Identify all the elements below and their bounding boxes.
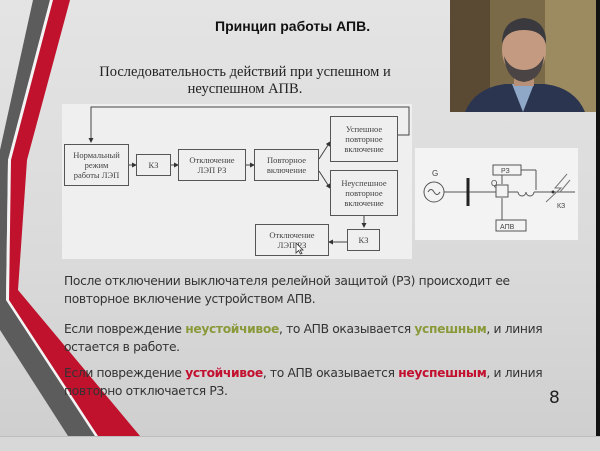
subtitle-line-1: Последовательность действий при успешном… xyxy=(99,64,391,80)
flow-box-short-circuit-2: КЗ xyxy=(347,229,380,251)
paragraph-1-line-1: После отключении выключателя релейной за… xyxy=(64,274,510,288)
presenter-figure xyxy=(450,0,596,112)
svg-text:АПВ: АПВ xyxy=(500,224,515,231)
decorative-stripes xyxy=(0,0,140,436)
svg-text:Q: Q xyxy=(491,179,497,188)
paragraph-1-line-2: повторное включение устройством АПВ. xyxy=(64,292,316,306)
mouse-cursor-icon xyxy=(295,242,304,255)
slide-subtitle: Последовательность действий при успешном… xyxy=(80,64,410,98)
bottom-bar xyxy=(0,436,600,451)
paragraph-permanent-fault: Если повреждение устойчивое, то АПВ оказ… xyxy=(64,364,564,400)
paragraph-3-line-1: Если повреждение устойчивое, то АПВ оказ… xyxy=(64,366,543,380)
circuit-drawing: G Q РЗ АПВ КЗ xyxy=(423,164,575,232)
flow-box-short-circuit: КЗ xyxy=(136,154,171,176)
paragraph-relay-trip: После отключении выключателя релейной за… xyxy=(64,272,564,308)
svg-text:КЗ: КЗ xyxy=(557,203,565,210)
svg-text:РЗ: РЗ xyxy=(501,168,510,175)
flowchart-connectors xyxy=(88,106,410,245)
presenter-webcam-video[interactable] xyxy=(450,0,596,112)
paragraph-2-line-2: остается в работе. xyxy=(64,340,180,354)
highlight-unsuccessful: неуспешным xyxy=(398,366,487,380)
paragraph-transient-fault: Если повреждение неустойчивое, то АПВ ок… xyxy=(64,320,564,356)
slide-page-number: 8 xyxy=(549,388,560,408)
paragraph-2-line-1: Если повреждение неустойчивое, то АПВ ок… xyxy=(64,322,543,336)
highlight-stable: устойчивое xyxy=(185,366,263,380)
window-edge xyxy=(596,0,600,436)
subtitle-line-2: неуспешном АПВ. xyxy=(187,81,303,97)
highlight-successful: успешным xyxy=(414,322,487,336)
slide-title: Принцип работы АПВ. xyxy=(215,18,371,34)
apv-circuit-scheme: G Q РЗ АПВ КЗ xyxy=(415,148,578,240)
presentation-slide: Принцип работы АПВ. Последовательность д… xyxy=(0,0,596,436)
highlight-unstable: неустойчивое xyxy=(185,322,279,336)
paragraph-3-line-2: повторно отключается РЗ. xyxy=(64,384,228,398)
svg-text:G: G xyxy=(432,169,438,178)
